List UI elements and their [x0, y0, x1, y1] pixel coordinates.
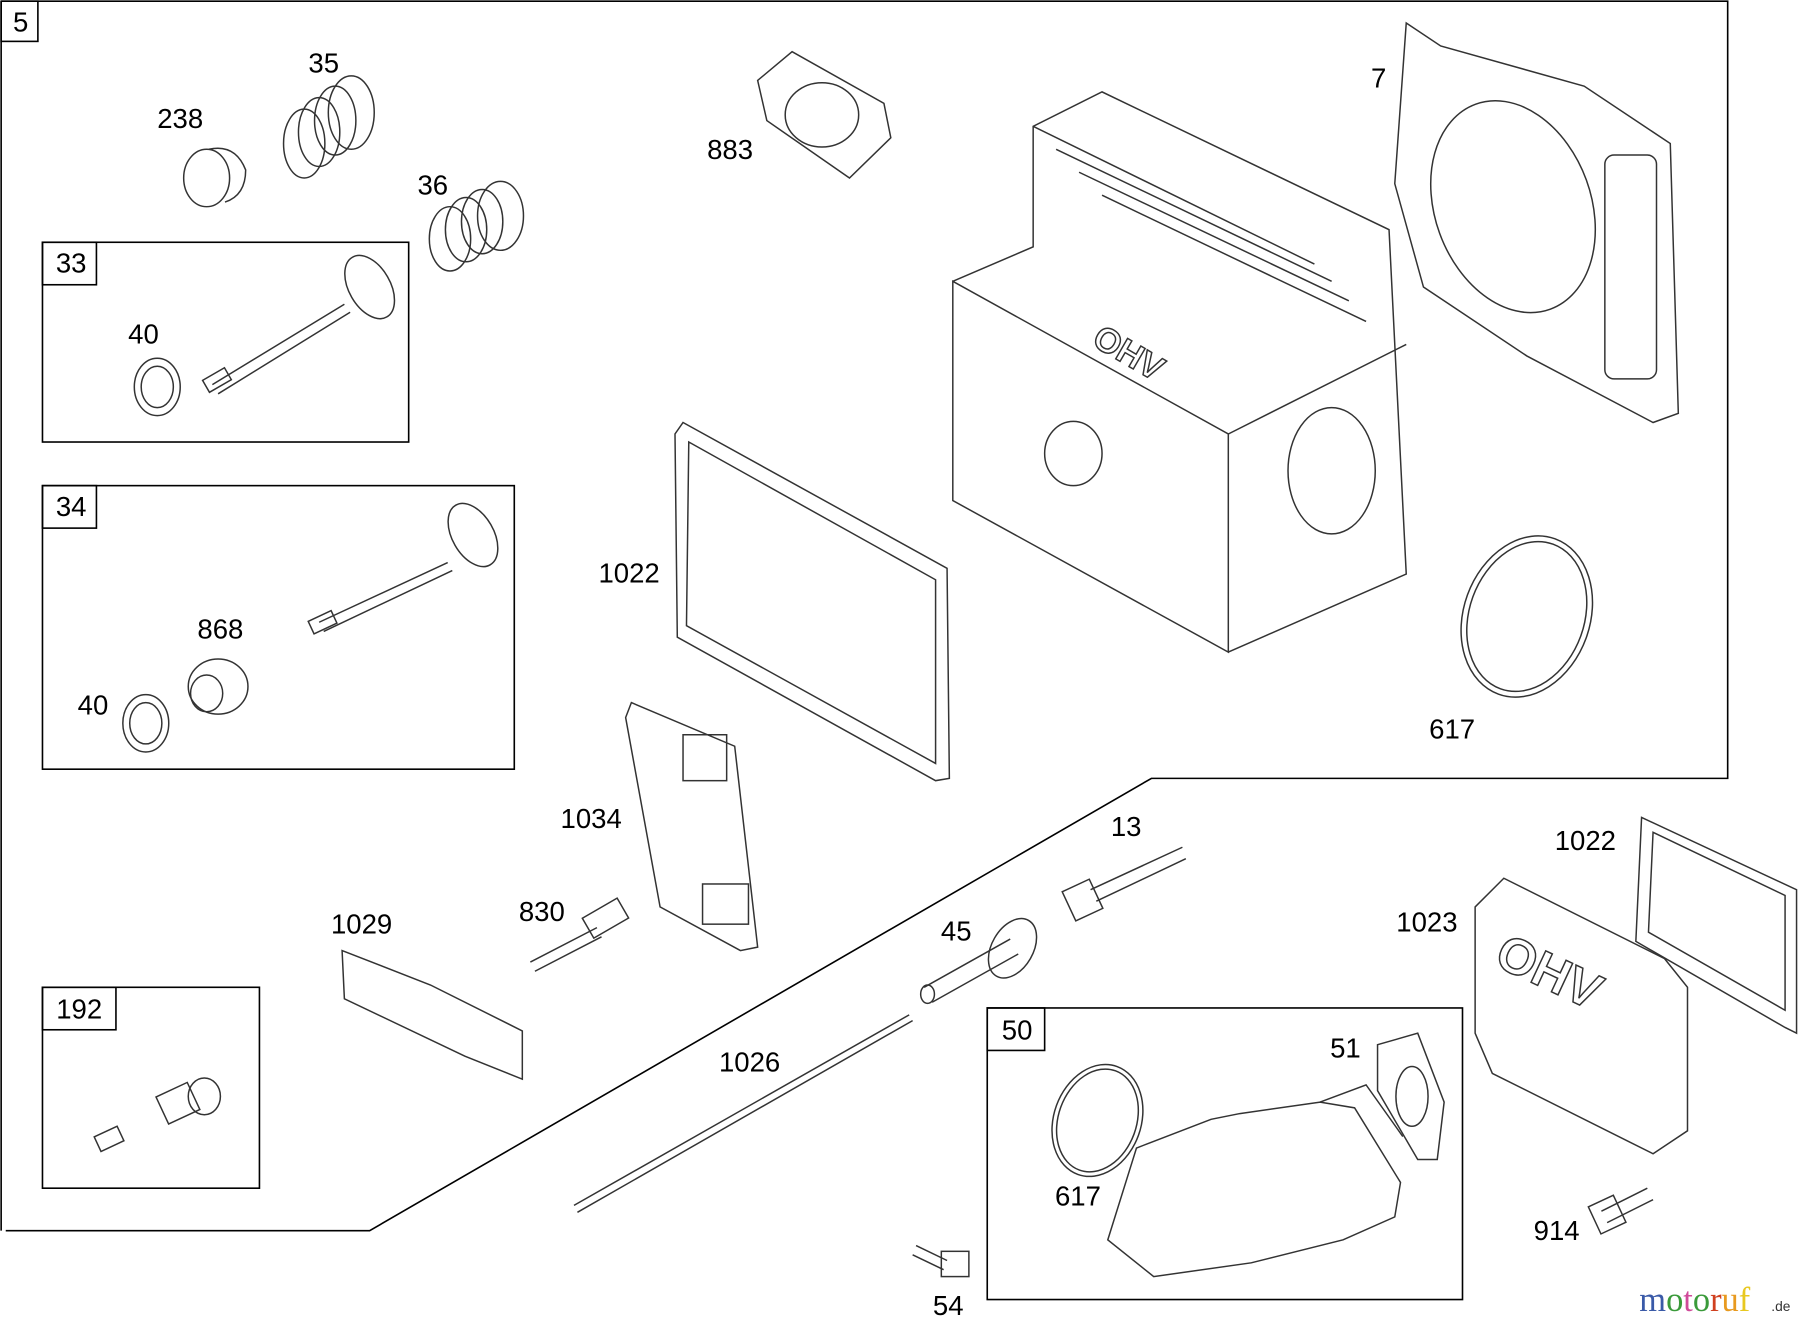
callout-36: 36 [417, 169, 448, 200]
guide-45 [919, 917, 1038, 1005]
cylinder-head: OHV [952, 91, 1408, 654]
group-label-5: 5 [13, 6, 28, 37]
kit-192-parts [93, 1077, 222, 1153]
valve-34 [307, 502, 499, 635]
gasket-51 [1376, 1032, 1445, 1161]
callout-1029: 1029 [331, 909, 392, 940]
main-frame [0, 0, 1729, 1232]
bolt-54 [912, 1244, 970, 1278]
kit-50-label-box [986, 1007, 1046, 1052]
callout-51: 51 [1330, 1033, 1361, 1064]
callout-35: 35 [308, 48, 339, 79]
cover-1023: OHV [1474, 877, 1689, 1155]
main-label-box [0, 0, 39, 43]
oring-617a [1460, 535, 1594, 698]
callout-1022b: 1022 [1555, 825, 1616, 856]
oring-617b [1051, 1063, 1144, 1178]
spring-35 [282, 75, 375, 179]
group-label-33: 33 [56, 247, 87, 278]
watermark-letter: u [1722, 1281, 1739, 1319]
callout-1023: 1023 [1396, 906, 1457, 937]
valve-34-label-box [41, 484, 98, 529]
callout-1026: 1026 [719, 1046, 780, 1077]
callout-238: 238 [157, 103, 203, 134]
gasket-883 [756, 50, 892, 179]
callout-830: 830 [519, 896, 565, 927]
bolt-13 [1061, 846, 1187, 922]
watermark-letter: f [1739, 1281, 1751, 1319]
gasket-1022a [674, 421, 951, 782]
callout-914: 914 [1534, 1215, 1580, 1246]
valve-33-label-box [41, 241, 98, 286]
watermark-suffix: .de [1771, 1299, 1790, 1314]
callout-617a: 617 [1429, 714, 1475, 745]
callout-45: 45 [941, 916, 972, 947]
svg-text:motoruf: motoruf [1639, 1281, 1750, 1319]
seal-868 [187, 658, 249, 715]
cover-ohv-marking: OHV [1488, 923, 1612, 1021]
group-label-34: 34 [56, 491, 87, 522]
callout-1022a: 1022 [598, 557, 659, 588]
callout-54: 54 [933, 1290, 964, 1321]
kit-192-label-box [41, 986, 117, 1031]
group-label-50: 50 [1002, 1014, 1033, 1045]
motoruf-logo: motoruf .de [1639, 1281, 1790, 1319]
rocker-1029 [341, 949, 524, 1081]
stud-830 [530, 897, 630, 972]
callout-617b: 617 [1055, 1181, 1101, 1212]
keeper-40b [122, 693, 170, 753]
callout-13: 13 [1111, 811, 1142, 842]
watermark-letter: o [1666, 1281, 1683, 1319]
gasket-7 [1394, 21, 1680, 424]
plate-1034 [624, 701, 759, 952]
kit-50-frame [986, 1007, 1464, 1301]
gasket-1022b [1635, 816, 1798, 1035]
watermark-letter: m [1639, 1281, 1666, 1319]
watermark-letter: t [1683, 1281, 1693, 1319]
group-label-192: 192 [56, 994, 102, 1025]
intake-manifold [1106, 1083, 1404, 1278]
watermark-letter: r [1710, 1281, 1722, 1319]
callout-40b: 40 [78, 689, 109, 720]
kit-192-frame [41, 986, 261, 1189]
valve-33 [201, 254, 396, 395]
valve-33-frame [41, 241, 410, 443]
callout-7: 7 [1371, 63, 1386, 94]
cap-238 [182, 147, 247, 208]
bolt-914 [1587, 1187, 1654, 1235]
spring-36 [428, 180, 525, 272]
pushrod-1026 [573, 1014, 913, 1213]
valve-34-frame [41, 484, 516, 770]
callout-868: 868 [197, 614, 243, 645]
callout-883: 883 [707, 134, 753, 165]
callout-1034: 1034 [561, 803, 622, 834]
callout-40a: 40 [128, 319, 159, 350]
keeper-40a [133, 357, 181, 417]
watermark-letter: o [1693, 1281, 1710, 1319]
